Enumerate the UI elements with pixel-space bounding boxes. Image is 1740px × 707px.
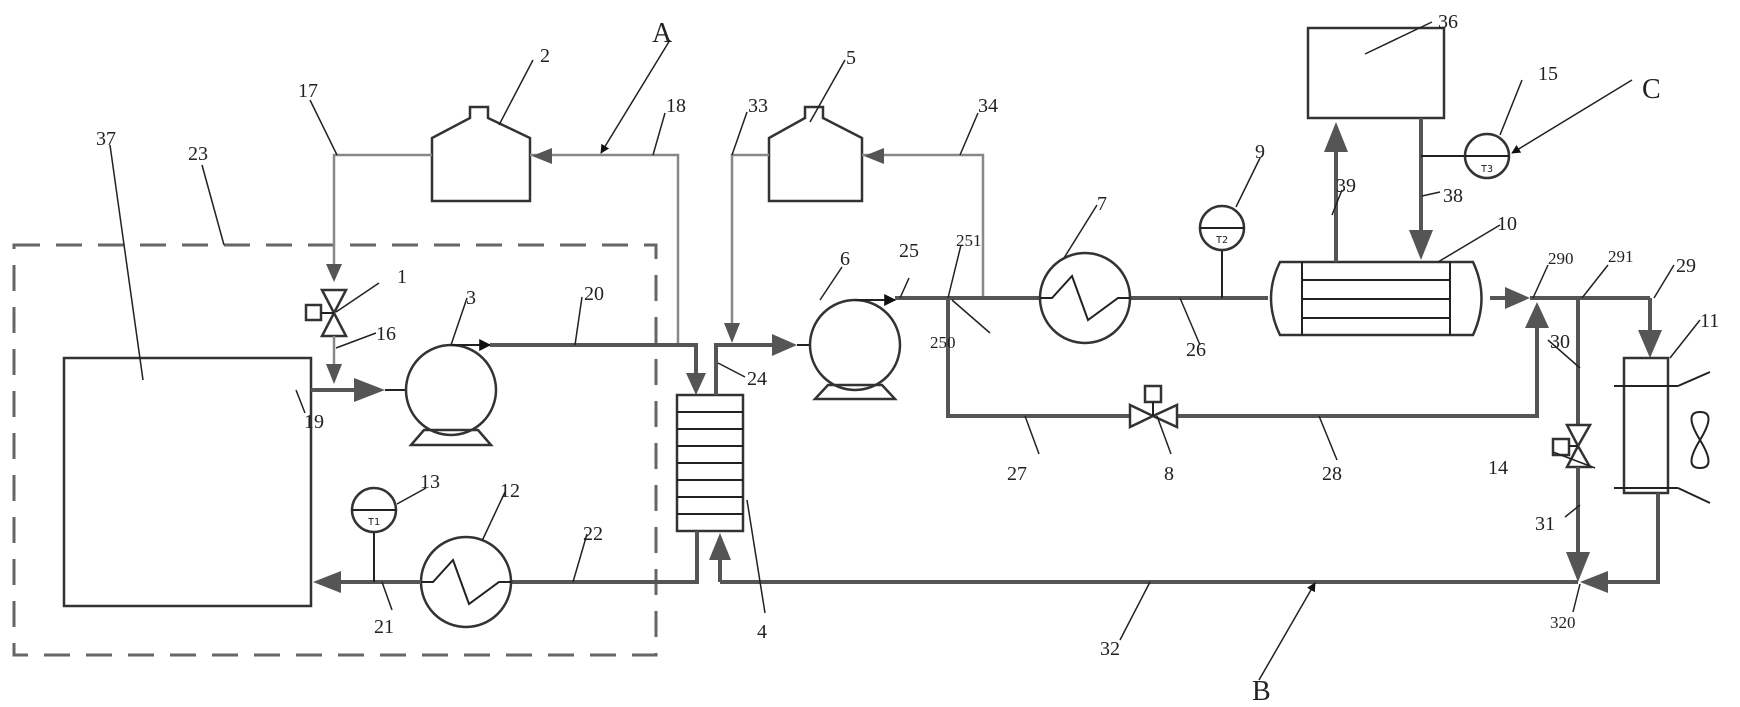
three-way-valve-8[interactable] <box>1128 384 1179 429</box>
pipe-17 <box>332 153 432 270</box>
label-19: 19 <box>304 411 324 433</box>
label-21: 21 <box>374 616 394 638</box>
label-250: 250 <box>930 333 956 352</box>
heater-12 <box>419 535 513 629</box>
pipe-33 <box>730 153 769 335</box>
label-27: 27 <box>1007 463 1027 485</box>
label-291: 291 <box>1608 247 1634 266</box>
arrow-into-tank-5 <box>864 148 884 164</box>
label-251: 251 <box>956 231 982 250</box>
arrow-down-17 <box>326 264 342 282</box>
pump-3[interactable] <box>404 343 498 447</box>
label-32: 32 <box>1100 638 1120 660</box>
unit-36 <box>1306 26 1446 120</box>
label-36: 36 <box>1438 11 1458 33</box>
temperature-sensor-13: T1 <box>350 486 398 582</box>
label-17: 17 <box>298 80 318 102</box>
label-28: 28 <box>1322 463 1342 485</box>
label-39: 39 <box>1336 175 1356 197</box>
label-25: 25 <box>899 240 919 262</box>
expansion-tank-2 <box>430 105 532 203</box>
temperature-sensor-9: T2 <box>1198 204 1246 298</box>
label-320: 320 <box>1550 613 1576 632</box>
label-290: 290 <box>1548 249 1574 268</box>
solenoid-valve-14[interactable] <box>1551 423 1593 469</box>
label-26: 26 <box>1186 339 1206 361</box>
label-18: 18 <box>666 95 686 117</box>
arrow-into-tank-2 <box>532 148 552 164</box>
pipe-18 <box>530 153 680 345</box>
pipe-34 <box>862 153 985 297</box>
pump-6[interactable] <box>808 298 902 401</box>
pipe-24 <box>714 343 780 395</box>
label-14: 14 <box>1488 457 1508 479</box>
sensor-9-tag: T2 <box>1216 235 1228 246</box>
label-20: 20 <box>584 283 604 305</box>
label-11: 11 <box>1700 310 1719 332</box>
heater-7 <box>1038 251 1132 345</box>
pipe-27 <box>946 298 1130 418</box>
label-23: 23 <box>188 143 208 165</box>
label-31: 31 <box>1535 513 1555 535</box>
label-30: 30 <box>1550 331 1570 353</box>
enclosure-23 <box>12 243 658 657</box>
label-34: 34 <box>978 95 998 117</box>
leader-lines <box>109 21 1701 681</box>
tank-37 <box>62 356 313 608</box>
label-22: 22 <box>583 523 603 545</box>
label-24: 24 <box>747 368 767 390</box>
label-4: 4 <box>757 621 767 643</box>
arrow-down-33 <box>724 323 740 343</box>
label-29: 29 <box>1676 255 1696 277</box>
label-B: B <box>1252 676 1271 707</box>
pipe-28 <box>1177 325 1539 418</box>
label-38: 38 <box>1443 185 1463 207</box>
radiator-11 <box>1614 356 1711 504</box>
expansion-tank-5 <box>767 105 864 203</box>
label-3: 3 <box>466 287 476 309</box>
label-12: 12 <box>500 480 520 502</box>
label-5: 5 <box>846 47 856 69</box>
label-7: 7 <box>1097 193 1107 215</box>
label-A: A <box>652 18 673 49</box>
label-C: C <box>1642 74 1661 105</box>
shell-tube-exchanger-10 <box>1269 260 1483 337</box>
temperature-sensor-15: T3 <box>1421 132 1511 180</box>
label-2: 2 <box>540 45 550 67</box>
plate-heat-exchanger-4 <box>675 393 745 533</box>
solenoid-valve-1[interactable] <box>304 288 349 338</box>
sensor-13-tag: T1 <box>368 517 380 528</box>
label-9: 9 <box>1255 141 1265 163</box>
label-37: 37 <box>96 128 116 150</box>
pipe-20 <box>490 343 698 380</box>
label-1: 1 <box>397 266 407 288</box>
pipe-22 <box>510 531 699 584</box>
label-10: 10 <box>1497 213 1517 235</box>
label-33: 33 <box>748 95 768 117</box>
label-13: 13 <box>420 471 440 493</box>
label-8: 8 <box>1164 463 1174 485</box>
fan-icon <box>1690 410 1710 470</box>
label-6: 6 <box>840 248 850 270</box>
sensor-15-tag: T3 <box>1481 164 1493 175</box>
arrow-down-16 <box>326 364 342 384</box>
label-16: 16 <box>376 323 396 345</box>
label-15: 15 <box>1538 63 1558 85</box>
